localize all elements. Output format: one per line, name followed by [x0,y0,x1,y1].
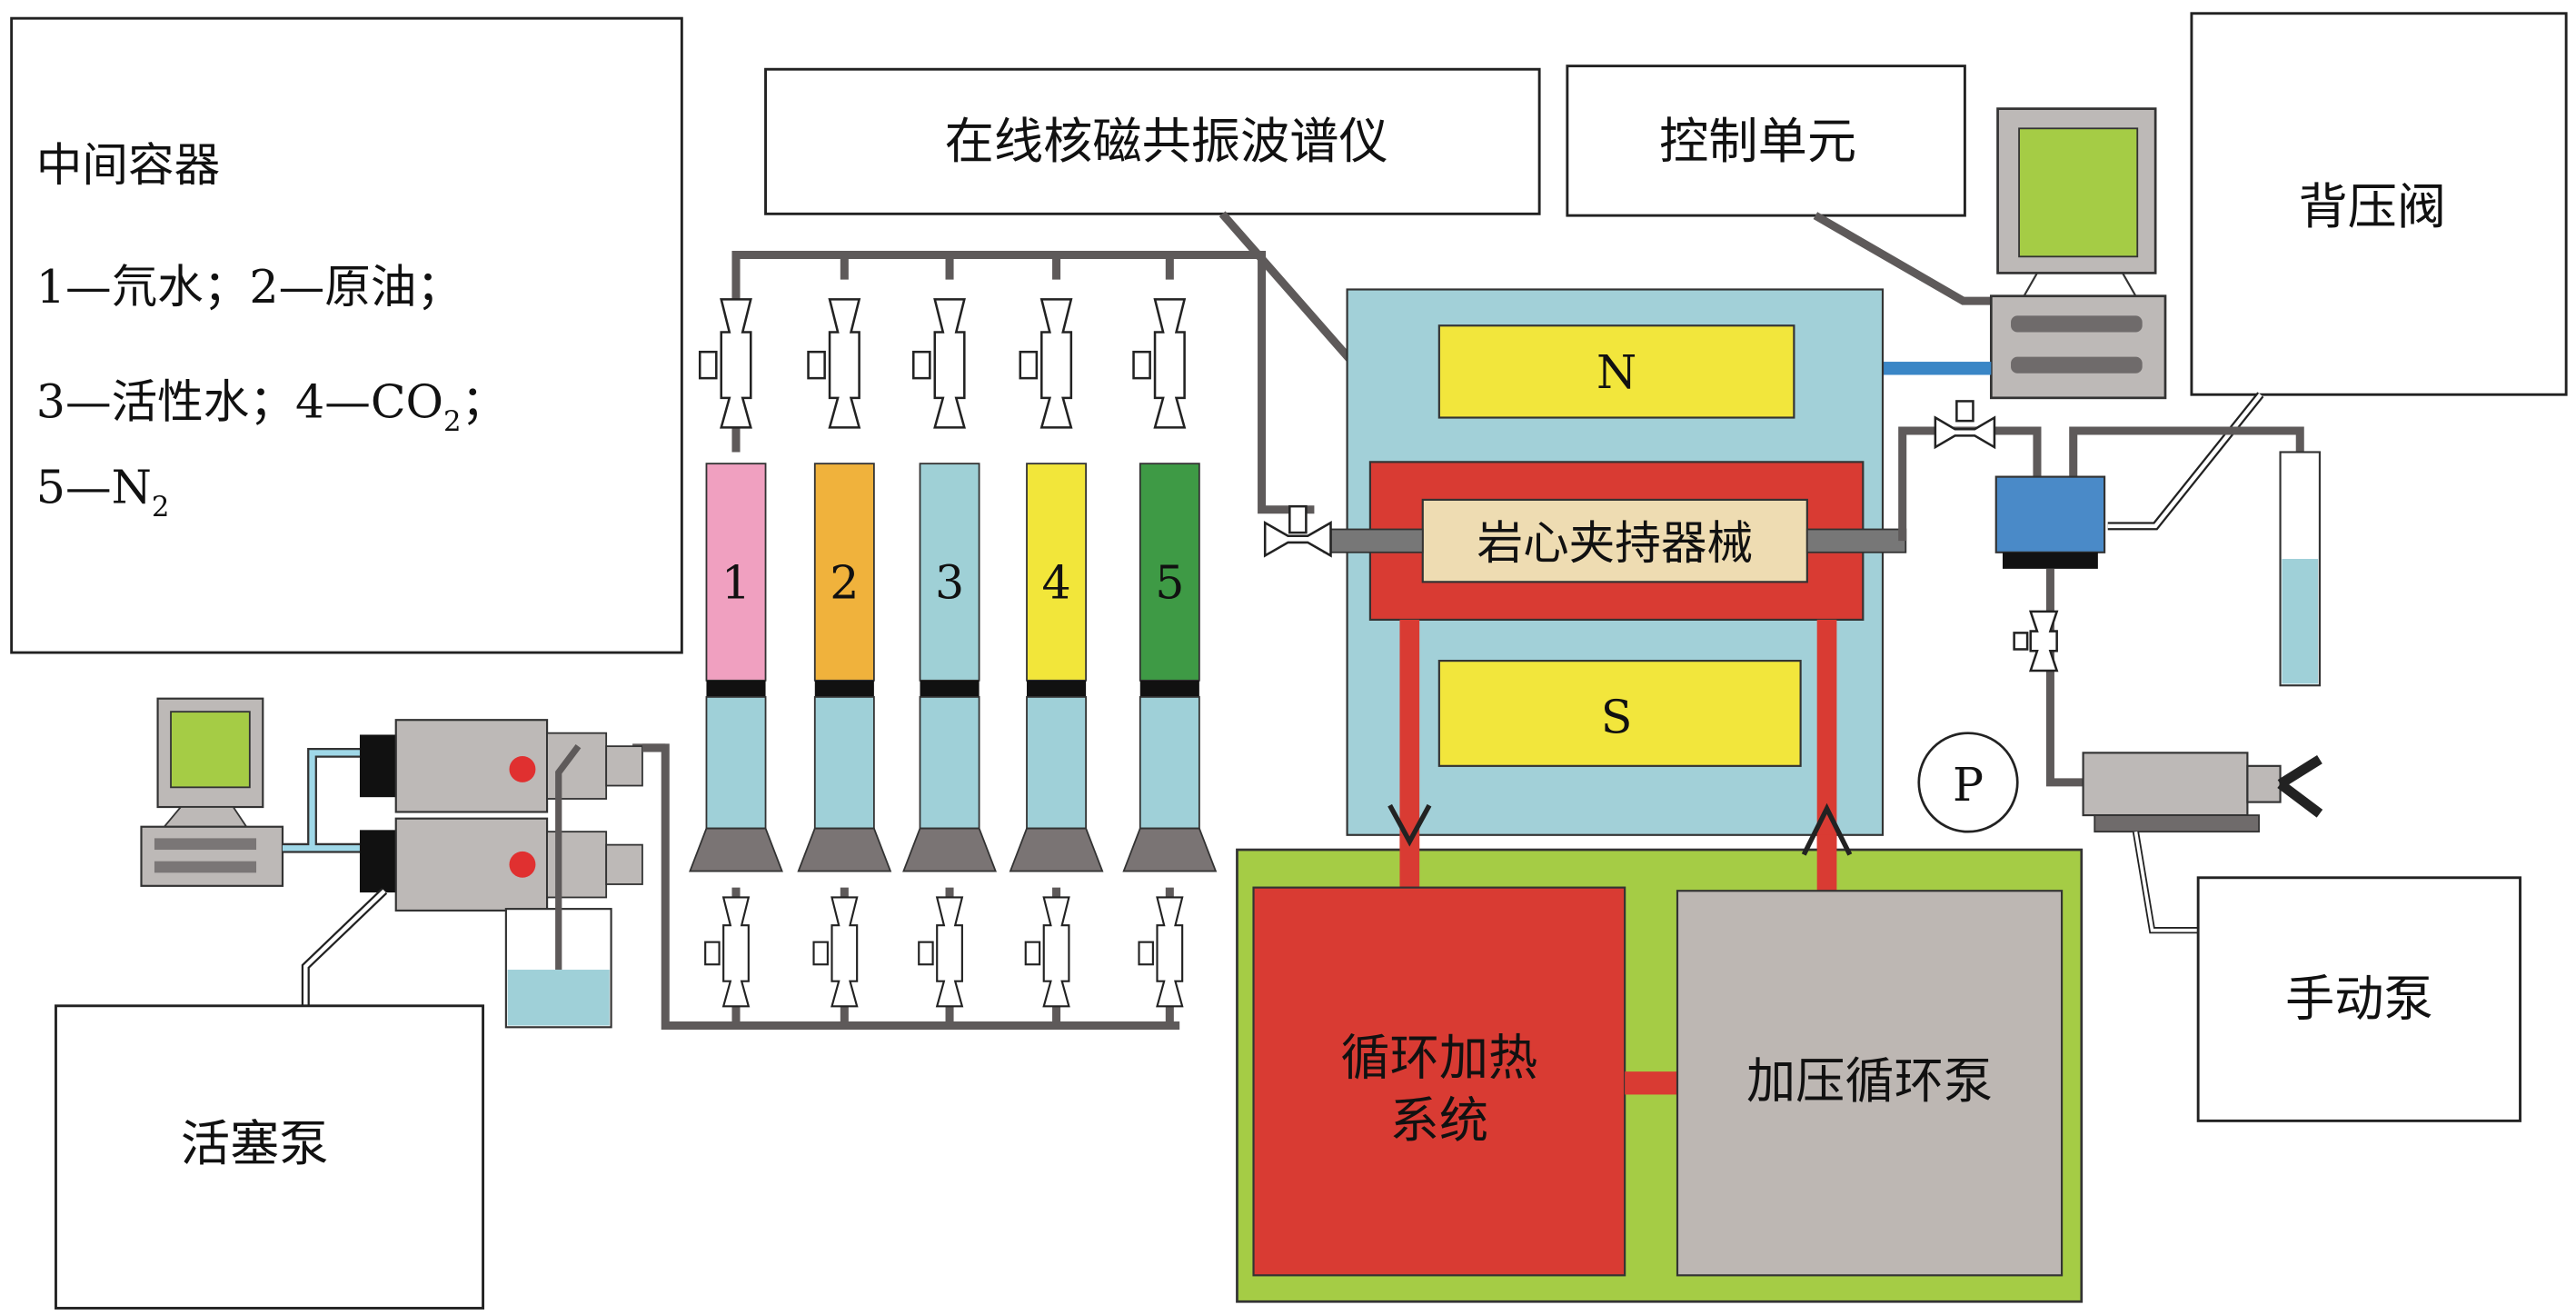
valve-icon [918,896,964,1008]
outlet-line [1898,400,2322,787]
legend-box: 中间容器 1—氘水；2—原油； 3—活性水；4—CO2； 5—N2 [10,16,683,654]
legend-line-3: 5—N2 [36,461,170,523]
valve-icon [1132,298,1187,429]
control-unit-label: 控制单元 [1659,113,1856,170]
container-4: 4 [1009,463,1104,872]
piston-pump-section: 活塞泵 [55,697,666,1310]
bpv-leader-line [2107,392,2264,531]
container-number: 4 [1041,555,1070,609]
pressure-gauge-label: P [1953,758,1984,812]
manual-pump-label: 手动泵 [2285,971,2433,1028]
valve-icon [1019,298,1073,429]
container-number: 1 [721,555,751,609]
magnet-south [1437,660,1802,767]
inlet-valves-top [698,298,1187,429]
valve-icon [1138,896,1184,1008]
control-computer [1798,107,2167,400]
container-1: 1 [689,463,783,872]
container-number: 3 [935,555,964,609]
control-unit-box: 控制单元 [1566,65,1996,305]
legend-line-1: 1—氘水；2—原油； [36,260,462,314]
nmr-label: 在线核磁共振波谱仪 [945,113,1388,170]
back-pressure-valve-label: 背压阀 [2298,178,2446,235]
container-number: 2 [830,555,859,609]
heating-system-label-2: 系统 [1390,1091,1488,1149]
core-holder [1421,498,1808,583]
pump-valve-icon [2013,610,2059,672]
nmr-label-box: 在线核磁共振波谱仪 [764,67,1541,380]
legend-title: 中间容器 [36,138,220,192]
manual-pump: 手动泵 [2082,752,2521,1122]
magnet-south-label: S [1601,691,1633,744]
heating-system-label-1: 循环加热 [1340,1030,1537,1087]
piston-pump-label: 活塞泵 [181,1115,329,1172]
container-3: 3 [902,463,997,872]
heating-system [1252,886,1626,1277]
intermediate-containers: 1 2 3 4 5 [689,463,1218,872]
valve-icon [812,896,859,1008]
core-holder-label: 岩心夹持器械 [1477,516,1753,570]
nmr-magnet-housing: N S 岩心夹持器械 [1323,288,1907,892]
back-pressure-valve-box: 背压阀 [2107,12,2568,531]
valve-icon [912,298,966,429]
pressure-pump-label: 加压循环泵 [1746,1052,1993,1110]
valve-icon [698,298,752,429]
outlet-valve-icon [1934,400,1996,450]
legend-line-2: 3—活性水；4—CO2； [36,375,507,438]
outlet-valves-bottom [704,896,1184,1008]
control-leader-line [1813,212,1996,305]
core-inlet-valve-icon [1263,504,1332,558]
valve-icon [807,298,861,429]
magnet-north-label: N [1596,345,1636,399]
container-5: 5 [1122,463,1218,872]
magnet-north [1437,324,1795,419]
valve-icon [1024,896,1070,1008]
valve-icon [704,896,751,1008]
container-2: 2 [797,463,892,872]
pressure-circulation-pump [1676,890,2064,1277]
circulation-base: 循环加热 系统 加压循环泵 [1236,802,2084,1303]
separator [1994,475,2106,553]
container-number: 5 [1155,555,1184,609]
pressure-gauge: P [1917,732,2019,833]
